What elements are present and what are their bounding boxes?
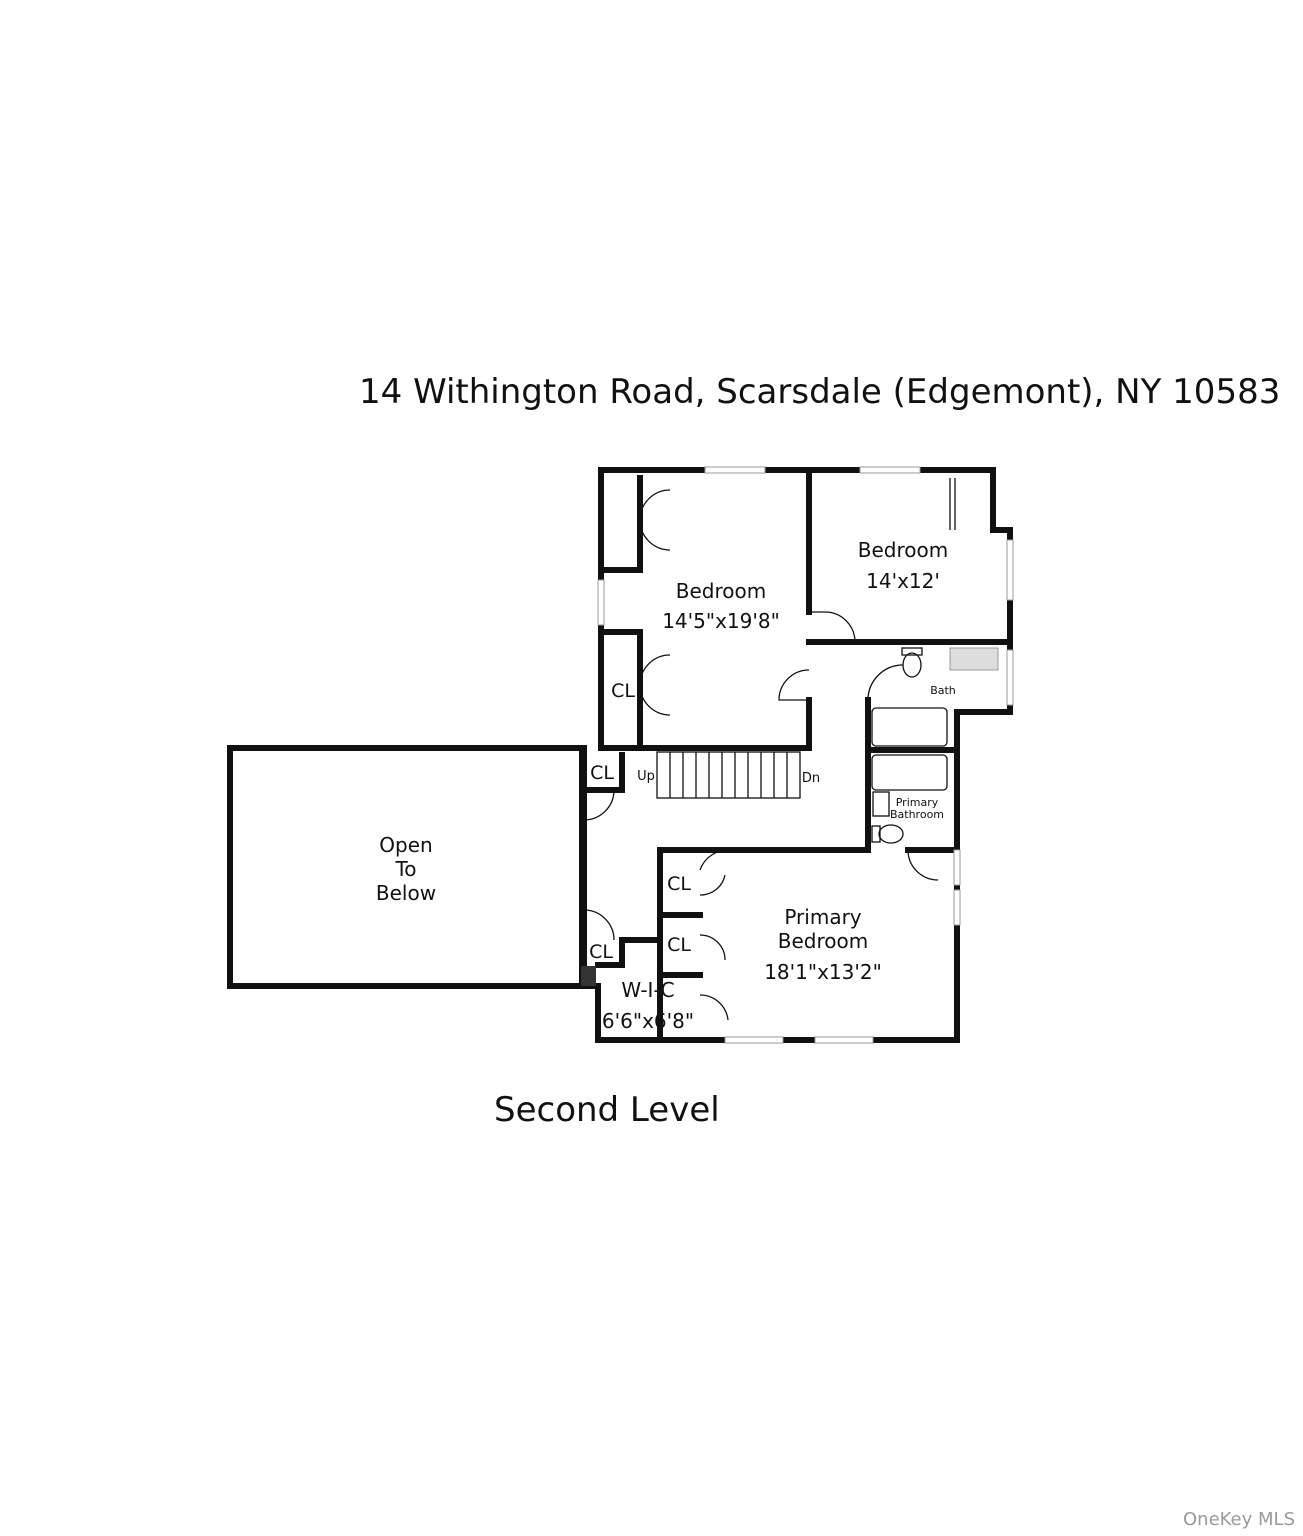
closet-label: CL (611, 680, 635, 702)
watermark: OneKey MLS (1183, 1509, 1295, 1530)
bath-label: Bath (930, 684, 956, 697)
open-below-line1: Open (379, 833, 432, 857)
wic-size: 6'6"x6'8" (602, 1009, 694, 1033)
floorplan-title: 14 Withington Road, Scarsdale (Edgemont)… (359, 372, 1281, 412)
closet-label: CL (589, 941, 613, 963)
primary-bedroom-size: 18'1"x13'2" (764, 960, 882, 984)
primary-bedroom-line1: Primary (784, 905, 861, 929)
primary-bedroom-line2: Bedroom (778, 929, 868, 953)
bath-fixtures (871, 478, 999, 844)
wic-name: W-I-C (621, 978, 674, 1002)
open-below-line3: Below (376, 881, 436, 905)
stairs-down-label: Dn (802, 771, 820, 786)
bedroom2-name: Bedroom (858, 538, 948, 562)
staircase (656, 751, 801, 799)
level-label: Second Level (494, 1090, 720, 1130)
doors (583, 489, 939, 1021)
primary-bath-line1: Primary (896, 796, 939, 809)
closet-label: CL (590, 762, 614, 784)
closet-label: CL (667, 873, 691, 895)
bedroom2-size: 14'x12' (866, 569, 940, 593)
closet-label: CL (667, 934, 691, 956)
interior-walls (579, 467, 1013, 1043)
primary-bath-line2: Bathroom (890, 808, 944, 821)
stairs-up-label: Up (637, 769, 655, 784)
bedroom1-name: Bedroom (676, 579, 766, 603)
bedroom1-size: 14'5"x19'8" (662, 609, 780, 633)
chimney (581, 966, 596, 986)
windows (597, 466, 1014, 1044)
open-below-line2: To (394, 857, 416, 881)
